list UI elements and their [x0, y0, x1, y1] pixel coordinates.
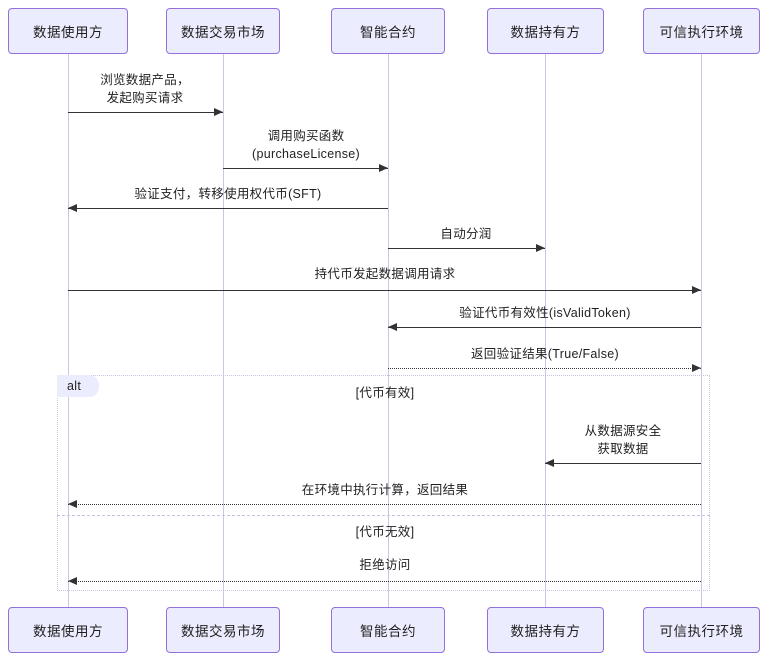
- participant-consumer-header[interactable]: 数据使用方: [8, 8, 128, 54]
- participant-label: 智能合约: [360, 624, 416, 639]
- participant-market-header[interactable]: 数据交易市场: [166, 8, 280, 54]
- message-label-line: 持代币发起数据调用请求: [314, 267, 456, 281]
- message-label-m1: 浏览数据产品， 发起购买请求: [100, 71, 190, 107]
- message-line-m10: [68, 581, 701, 582]
- participant-tee-footer[interactable]: 可信执行环境: [643, 607, 760, 653]
- message-line-m5: [68, 290, 701, 291]
- message-label-m3: 验证支付，转移使用权代币(SFT): [134, 185, 321, 203]
- message-line-m1: [68, 112, 223, 113]
- message-label-m2: 调用购买函数 (purchaseLicense): [252, 127, 360, 163]
- message-label-m7: 返回验证结果(True/False): [471, 345, 619, 363]
- message-label-line: (purchaseLicense): [252, 147, 360, 161]
- lifeline-tee: [701, 54, 702, 607]
- arrow-head-right-icon: [214, 108, 223, 116]
- participant-label: 可信执行环境: [659, 624, 744, 639]
- message-label-line: 在环境中执行计算，返回结果: [301, 483, 469, 497]
- message-label-line: 验证代币有效性(isValidToken): [459, 306, 631, 320]
- arrow-head-left-icon: [545, 459, 554, 467]
- participant-holder-footer[interactable]: 数据持有方: [487, 607, 604, 653]
- alt-condition-cond-invalid: [代币无效]: [355, 525, 415, 539]
- message-label-line: 返回验证结果(True/False): [470, 347, 620, 361]
- message-label-line: 从数据源安全: [584, 424, 662, 438]
- message-line-m2: [223, 168, 388, 169]
- arrow-head-right-icon: [379, 164, 388, 172]
- arrow-head-right-icon: [692, 364, 701, 372]
- participant-contract-footer[interactable]: 智能合约: [331, 607, 445, 653]
- participant-contract-header[interactable]: 智能合约: [331, 8, 445, 54]
- message-label-line: 浏览数据产品，: [100, 73, 190, 87]
- participant-label: 数据使用方: [33, 25, 103, 40]
- participant-tee-header[interactable]: 可信执行环境: [643, 8, 760, 54]
- lifeline-consumer: [68, 54, 69, 607]
- participant-consumer-footer[interactable]: 数据使用方: [8, 607, 128, 653]
- participant-label: 数据持有方: [510, 624, 581, 639]
- message-label-line: 调用购买函数: [267, 129, 345, 143]
- alt-fragment-divider: [57, 515, 710, 516]
- message-label-m9: 在环境中执行计算，返回结果: [302, 481, 468, 499]
- message-line-m8: [545, 463, 701, 464]
- alt-frame-border: [57, 375, 710, 591]
- participant-market-footer[interactable]: 数据交易市场: [166, 607, 280, 653]
- message-label-m5: 持代币发起数据调用请求: [315, 265, 456, 283]
- participant-label: 数据使用方: [33, 624, 103, 639]
- alt-condition-cond-valid: [代币有效]: [355, 386, 415, 400]
- participant-holder-header[interactable]: 数据持有方: [487, 8, 604, 54]
- lifeline-holder: [545, 54, 546, 607]
- message-label-m8: 从数据源安全获取数据: [585, 422, 662, 458]
- message-label-m10: 拒绝访问: [359, 556, 410, 574]
- message-line-m6: [388, 327, 701, 328]
- arrow-head-left-icon: [68, 577, 77, 585]
- participant-label: 数据交易市场: [181, 624, 265, 639]
- arrow-head-left-icon: [388, 323, 397, 331]
- message-label-line: 自动分润: [440, 227, 492, 241]
- participant-label: 数据持有方: [510, 25, 581, 40]
- participant-label: 智能合约: [360, 25, 416, 40]
- lifeline-market: [223, 54, 224, 607]
- message-label-line: 获取数据: [597, 442, 649, 456]
- message-label-line: 发起购买请求: [106, 91, 184, 105]
- message-line-m3: [68, 208, 388, 209]
- message-label-line: 拒绝访问: [359, 558, 411, 572]
- arrow-head-left-icon: [68, 204, 77, 212]
- arrow-head-right-icon: [536, 244, 545, 252]
- participant-label: 数据交易市场: [181, 25, 265, 40]
- arrow-head-left-icon: [68, 500, 77, 508]
- message-label-m6: 验证代币有效性(isValidToken): [459, 304, 630, 322]
- participant-label: 可信执行环境: [659, 25, 744, 40]
- message-label-line: 验证支付，转移使用权代币(SFT): [134, 187, 322, 201]
- arrow-head-right-icon: [692, 286, 701, 294]
- message-label-m4: 自动分润: [440, 225, 491, 243]
- alt-fragment-tag: alt: [57, 375, 99, 397]
- message-line-m7: [388, 368, 701, 369]
- message-line-m4: [388, 248, 545, 249]
- message-line-m9: [68, 504, 701, 505]
